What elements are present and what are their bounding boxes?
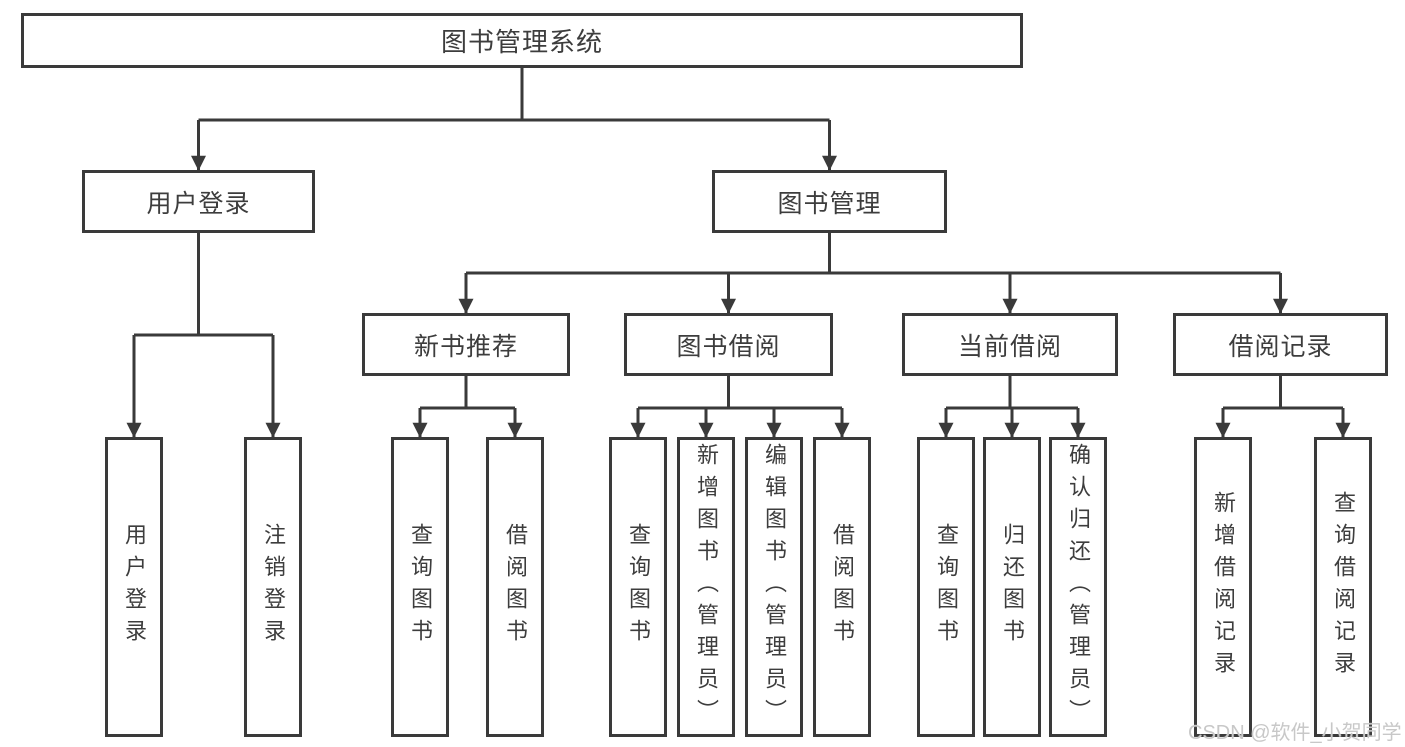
node-user-login-branch: 用户登录: [82, 170, 315, 233]
connector-user-login-split: [134, 233, 273, 337]
csdn-watermark: CSDN @软件_小贺同学: [1188, 722, 1402, 744]
leaf-label: 用户登录: [122, 523, 147, 651]
leaf-label: 新增借阅记录: [1211, 491, 1236, 683]
leaf-label: 查询图书: [934, 523, 959, 651]
leaf-user-login: 用户登录: [105, 437, 163, 737]
leaf-query-borrow-record: 查询借阅记录: [1314, 437, 1372, 737]
leaf-label: 确认归还（管理员）: [1066, 443, 1091, 731]
node-label: 用户登录: [146, 189, 251, 218]
leaf-label: 注销登录: [261, 523, 286, 651]
leaf-label: 查询图书: [408, 523, 433, 651]
connector-root-split: [198, 68, 830, 122]
leaf-query-books-3: 查询图书: [917, 437, 975, 737]
node-book-management-branch: 图书管理: [712, 170, 947, 233]
leaf-edit-book-admin: 编辑图书（管理员）: [745, 437, 803, 737]
node-label: 借阅记录: [1228, 332, 1333, 361]
leaf-borrow-books-2: 借阅图书: [813, 437, 871, 737]
leaf-label: 借阅图书: [830, 523, 855, 651]
leaf-label: 查询借阅记录: [1331, 491, 1356, 683]
node-label: 图书借阅: [676, 332, 781, 361]
leaf-label: 借阅图书: [503, 523, 528, 651]
node-label: 图书管理系统: [440, 27, 603, 57]
node-borrow-records: 借阅记录: [1173, 313, 1388, 376]
connector-borrow-records-split: [1223, 376, 1343, 410]
node-book-borrow: 图书借阅: [624, 313, 833, 376]
connector-new-book-split: [420, 376, 515, 410]
leaf-label: 新增图书（管理员）: [694, 443, 719, 731]
leaf-label: 查询图书: [626, 523, 651, 651]
leaf-add-book-admin: 新增图书（管理员）: [677, 437, 735, 737]
connector-book-management-split: [466, 233, 1281, 275]
node-label: 新书推荐: [413, 332, 518, 361]
leaf-logout: 注销登录: [244, 437, 302, 737]
connector-current-borrow-split: [946, 376, 1078, 410]
node-new-book-recommend: 新书推荐: [362, 313, 570, 376]
leaf-add-borrow-record: 新增借阅记录: [1194, 437, 1252, 737]
leaf-query-books-1: 查询图书: [391, 437, 449, 737]
leaf-label: 归还图书: [1000, 523, 1025, 651]
leaf-return-book: 归还图书: [983, 437, 1041, 737]
leaf-query-books-2: 查询图书: [609, 437, 667, 737]
node-label: 图书管理: [777, 189, 882, 218]
leaf-confirm-return-admin: 确认归还（管理员）: [1049, 437, 1107, 737]
node-current-borrow: 当前借阅: [902, 313, 1118, 376]
node-label: 当前借阅: [957, 332, 1062, 361]
leaf-borrow-books-1: 借阅图书: [486, 437, 544, 737]
connector-book-borrow-split: [638, 376, 842, 410]
leaf-label: 编辑图书（管理员）: [762, 443, 787, 731]
node-system-root: 图书管理系统: [21, 13, 1023, 68]
